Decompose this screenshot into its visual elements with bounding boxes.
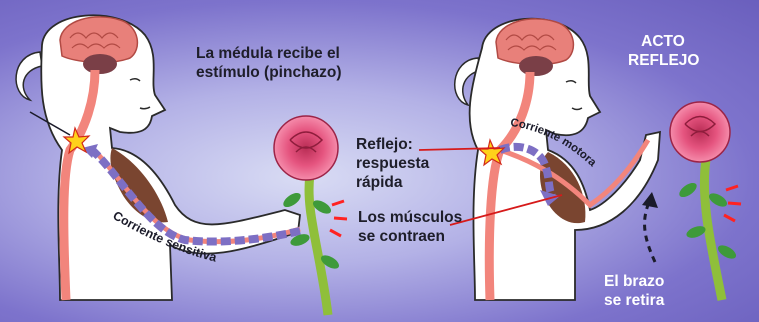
acto-reflejo-title-line2: REFLEJO <box>628 51 698 70</box>
medula-caption: La médula recibe el estímulo (pinchazo) <box>196 44 342 82</box>
reflejo-caption-line1: Reflejo: <box>356 135 429 154</box>
withdraw-arrow <box>645 200 655 262</box>
brazo-caption: El brazo se retira <box>604 272 664 310</box>
right-rose <box>670 102 741 300</box>
reflejo-caption-line3: rápida <box>356 173 429 192</box>
reflejo-caption-line2: respuesta <box>356 154 429 173</box>
left-rose-stem <box>309 175 328 315</box>
brazo-caption-line1: El brazo <box>604 272 664 291</box>
medula-caption-line2: estímulo (pinchazo) <box>196 63 342 82</box>
reflejo-caption: Reflejo: respuesta rápida <box>356 135 429 192</box>
acto-reflejo-title: ACTO REFLEJO <box>628 32 698 70</box>
musculos-caption-line1: Los músculos <box>358 208 462 227</box>
withdraw-arrowhead-icon <box>642 192 658 208</box>
musculos-caption-line2: se contraen <box>358 227 462 246</box>
acto-reflejo-title-line1: ACTO <box>628 32 698 51</box>
left-ponytail <box>16 52 42 100</box>
right-rose-stem <box>704 160 722 300</box>
musculos-caption: Los músculos se contraen <box>358 208 462 246</box>
left-pain-marks <box>330 201 347 236</box>
medula-caption-line1: La médula recibe el <box>196 44 342 63</box>
right-cerebellum <box>519 56 553 76</box>
left-cerebellum <box>83 54 117 74</box>
brazo-caption-line2: se retira <box>604 291 664 310</box>
